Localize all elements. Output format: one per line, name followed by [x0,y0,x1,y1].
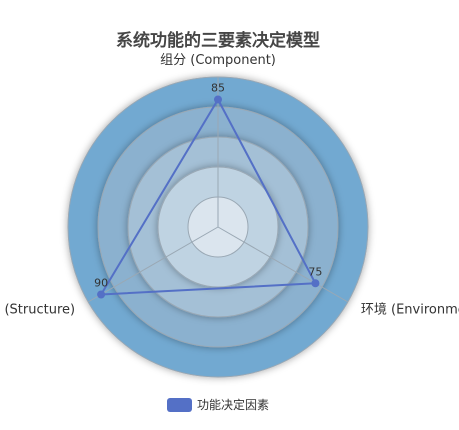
legend-swatch-icon[interactable] [166,397,192,412]
radar-value-label-0: 85 [211,82,225,95]
radar-axis-name-0: 组分 (Component) [160,53,276,68]
chart-title: 系统功能的三要素决定模型 [116,31,320,51]
radar-point-1[interactable] [311,279,320,288]
radar-axis-name-1: 环境 (Environment) [361,303,459,318]
radar-series-line[interactable] [100,98,317,296]
legend-item-label[interactable]: 功能决定因素 [196,398,269,412]
radar-value-label-1: 75 [308,265,322,278]
radar-point-0[interactable] [214,95,222,104]
radar-point-2[interactable] [97,290,106,299]
radar-axis-line-2 [87,226,219,303]
radar-value-label-2: 90 [94,277,108,290]
radar-axis-name-2: 结构 (Structure) [0,303,75,318]
radar-labels: 85 75 90 组分 (Component) 环境 (Environment) 结构 (… [0,53,459,318]
radar-series[interactable] [97,95,320,299]
legend[interactable]: 功能决定因素 [0,396,436,413]
radar-axis-line-1 [217,226,349,303]
